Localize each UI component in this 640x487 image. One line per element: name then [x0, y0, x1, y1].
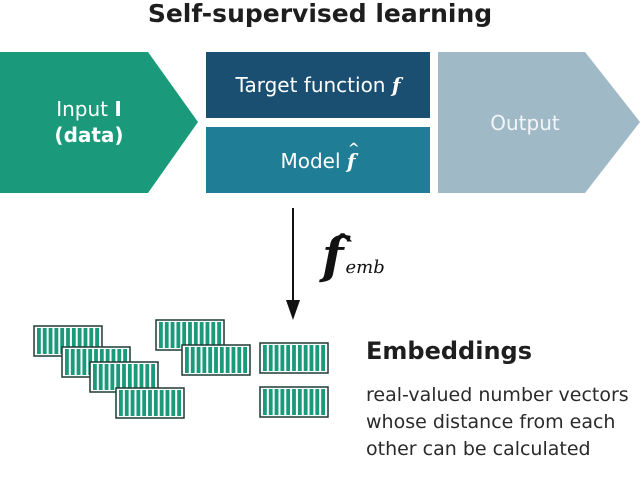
embedding-vector: [115, 387, 185, 419]
output-box: [438, 52, 640, 193]
down-arrow-head: [286, 300, 300, 320]
embedding-vectors: [33, 319, 329, 419]
embedding-vector: [181, 344, 251, 376]
input-label: Input I (data): [54, 97, 124, 147]
target-function-box: [206, 52, 430, 118]
embeddings-title: Embeddings: [366, 337, 532, 365]
embedding-vector: [89, 361, 159, 393]
output-label: Output: [490, 111, 560, 135]
input-box: [0, 52, 198, 193]
diagram-title: Self-supervised learning: [147, 0, 493, 28]
embedding-vector: [259, 386, 329, 418]
target-function-label: Target function f: [235, 73, 401, 97]
f-hat-symbol: ^f: [346, 141, 360, 173]
embedding-vector: [259, 342, 329, 374]
model-label: Model ^f: [280, 141, 360, 173]
embeddings-description: real-valued number vectors whose distanc…: [366, 384, 629, 460]
f-symbol: f: [391, 73, 401, 97]
model-box: [206, 127, 430, 193]
